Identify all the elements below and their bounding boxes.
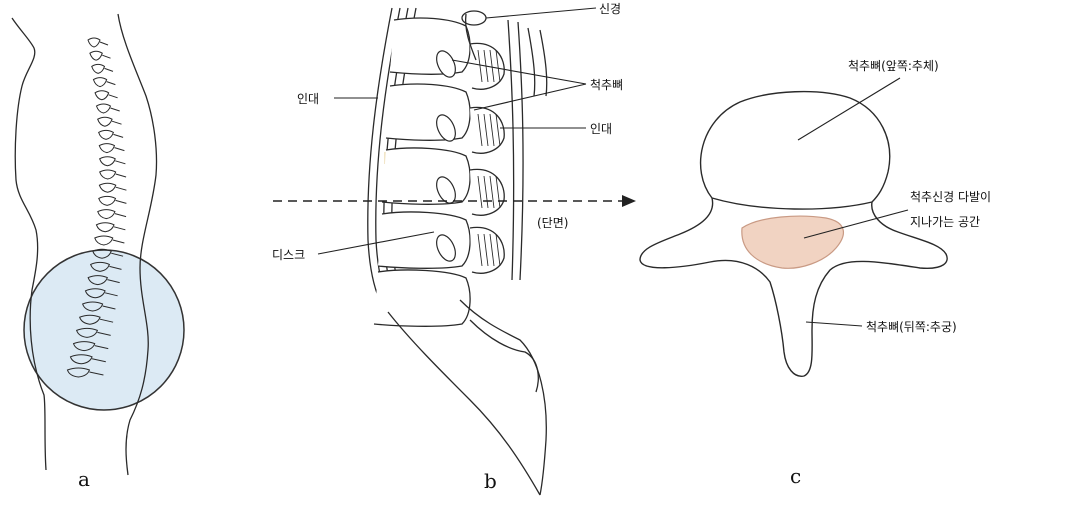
spine-process-mark bbox=[113, 134, 123, 137]
spine-vertebra-segment bbox=[93, 78, 106, 87]
spine-process-mark bbox=[110, 108, 119, 111]
spine-vertebra-segment bbox=[99, 144, 114, 153]
label-posterior-arch: 척추뼈(뒤쪽:추궁) bbox=[866, 320, 957, 334]
label-vertebra: 척추뼈 bbox=[590, 78, 623, 92]
label-ligament-right: 인대 bbox=[590, 122, 612, 136]
sacrum-outline bbox=[388, 300, 546, 495]
spine-process-mark bbox=[113, 240, 125, 243]
spine-vertebra-segment bbox=[88, 38, 100, 47]
label-vertebral-body: 척추뼈(앞쪽:추체) bbox=[848, 59, 939, 73]
spine-process-mark bbox=[115, 161, 125, 164]
canal-upper-edge bbox=[712, 198, 872, 209]
spine-vertebra-segment bbox=[99, 196, 116, 205]
label-nerve-space-line1: 척추신경 다발이 bbox=[910, 190, 991, 204]
spine-vertebra-segment bbox=[96, 104, 110, 113]
spine-process-mark bbox=[116, 174, 126, 177]
vertebral-body bbox=[390, 18, 470, 74]
lamina-outline bbox=[470, 107, 504, 153]
vertebral-body bbox=[382, 148, 470, 204]
spine-process-mark bbox=[102, 55, 110, 58]
spine-vertebra-segment bbox=[98, 117, 112, 126]
label-section: (단면) bbox=[537, 216, 568, 230]
label-nerve-space-line2: 지나가는 공간 bbox=[910, 215, 980, 229]
spine-process-mark bbox=[115, 214, 126, 217]
lamina-outline bbox=[470, 227, 504, 273]
label-disc: 디스크 bbox=[272, 248, 305, 262]
posterior-ligament-1 bbox=[508, 20, 514, 280]
lamina-outline bbox=[470, 169, 504, 215]
spine-vertebra-segment bbox=[100, 170, 116, 179]
spine-process-mark bbox=[107, 82, 116, 85]
panel-letter-a: a bbox=[78, 467, 90, 491]
panel-letter-c: c bbox=[790, 464, 801, 488]
vertebral-body-outline bbox=[701, 92, 890, 202]
body-front-outline bbox=[12, 18, 46, 470]
panel-letter-b: b bbox=[484, 469, 497, 493]
spine-process-mark bbox=[109, 95, 118, 98]
spine-vertebra-segment bbox=[96, 223, 114, 232]
spine-vertebra-segment bbox=[95, 236, 113, 245]
spine-process-mark bbox=[100, 42, 108, 45]
label-nerve: 신경 bbox=[599, 2, 621, 16]
spine-vertebra-segment bbox=[95, 91, 109, 100]
panel-b bbox=[368, 8, 547, 495]
posterior-ligament-3 bbox=[528, 28, 535, 96]
vertebral-body bbox=[374, 270, 470, 326]
spine-process-mark bbox=[105, 68, 113, 71]
panel-a bbox=[12, 14, 184, 475]
posterior-ligament-4 bbox=[540, 30, 547, 96]
panel-c-leaders bbox=[798, 78, 908, 326]
spine-process-mark bbox=[116, 187, 127, 190]
spine-process-mark bbox=[114, 227, 125, 230]
spine-vertebra-segment bbox=[98, 210, 115, 219]
spine-vertebra-segment bbox=[99, 130, 114, 139]
spine-vertebra-segment bbox=[90, 51, 102, 60]
spine-vertebra-segment bbox=[99, 183, 115, 192]
lumbar-highlight-circle bbox=[24, 250, 184, 410]
label-ligament-left: 인대 bbox=[297, 92, 319, 106]
spine-process-mark bbox=[114, 148, 124, 151]
vertebral-bodies bbox=[374, 18, 470, 326]
spine-vertebra-segment bbox=[92, 64, 105, 73]
spine-process-mark bbox=[116, 200, 127, 203]
spine-process-mark bbox=[112, 121, 121, 124]
spine-vertebra-segment bbox=[100, 157, 116, 166]
posterior-ligament-2 bbox=[518, 22, 523, 280]
vertebral-body bbox=[386, 84, 470, 140]
sacrum-curve-inner bbox=[470, 320, 538, 392]
spinal-canal bbox=[742, 216, 844, 268]
